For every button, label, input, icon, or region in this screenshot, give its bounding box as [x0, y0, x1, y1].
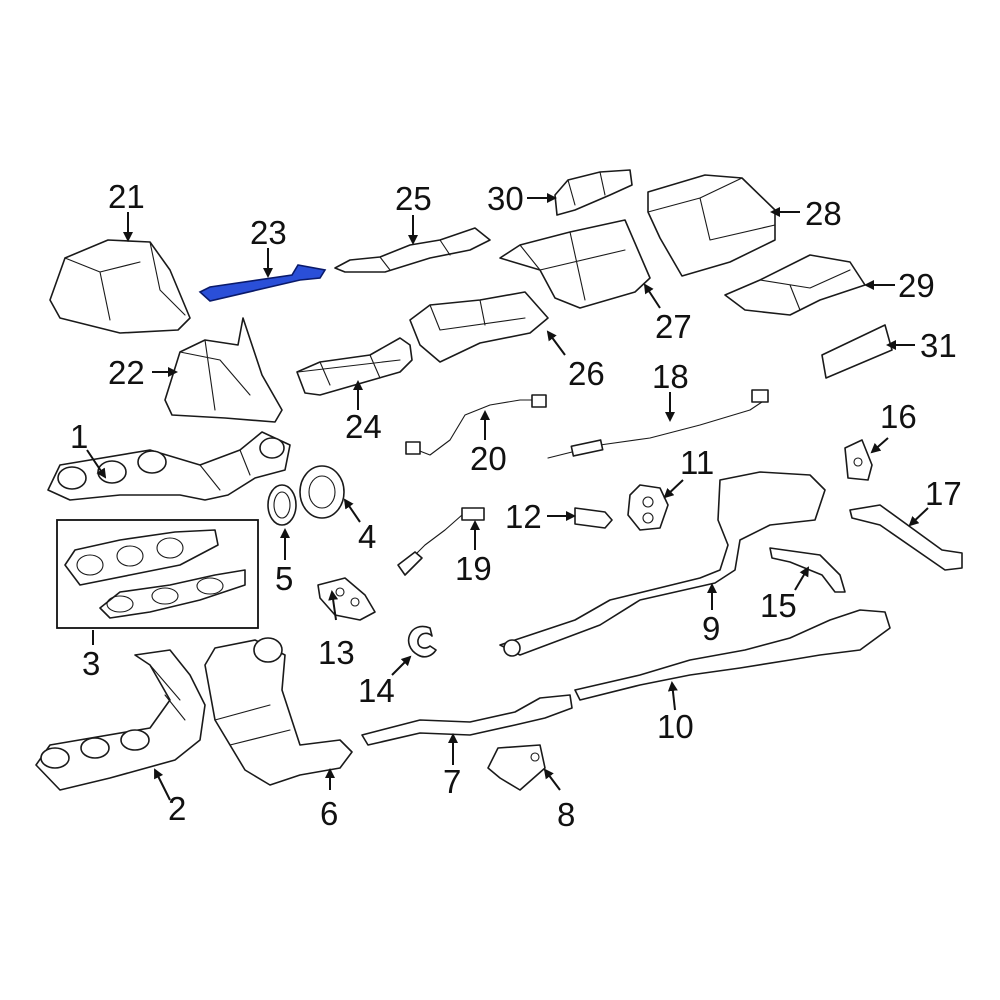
part-31-heat-shield[interactable]	[821, 324, 893, 379]
callout-5: 5	[275, 528, 293, 597]
part-3-gasket-set-box[interactable]	[56, 519, 259, 629]
svg-text:28: 28	[805, 195, 842, 232]
svg-text:30: 30	[487, 180, 524, 217]
callout-18: 18	[652, 358, 689, 422]
svg-text:21: 21	[108, 178, 145, 215]
svg-text:22: 22	[108, 354, 145, 391]
svg-text:15: 15	[760, 587, 797, 624]
part-9-rear-muffler-assembly[interactable]	[499, 471, 826, 657]
callout-15: 15	[760, 566, 810, 624]
svg-text:2: 2	[168, 790, 186, 827]
callout-17: 17	[908, 475, 962, 527]
callout-14: 14	[358, 655, 412, 709]
callout-13: 13	[318, 590, 355, 671]
part-20-oxygen-sensor[interactable]	[405, 394, 547, 456]
part-13-heat-shield-bracket[interactable]	[317, 577, 376, 621]
callout-30: 30	[487, 180, 557, 217]
part-2-exhaust-manifold[interactable]	[35, 649, 206, 791]
svg-text:23: 23	[250, 214, 287, 251]
svg-text:10: 10	[657, 708, 694, 745]
callout-3: 3	[82, 630, 100, 682]
part-8-bracket[interactable]	[487, 744, 546, 791]
svg-text:9: 9	[702, 610, 720, 647]
callout-1: 1	[70, 418, 107, 479]
part-11-rubber-hanger[interactable]	[627, 484, 669, 531]
callout-29: 29	[864, 267, 935, 304]
svg-text:18: 18	[652, 358, 689, 395]
callout-16: 16	[870, 398, 917, 454]
svg-text:27: 27	[655, 308, 692, 345]
callout-28: 28	[770, 195, 842, 232]
part-1-exhaust-manifold[interactable]	[47, 431, 291, 501]
part-18-oxygen-sensor[interactable]	[547, 389, 769, 459]
callout-10: 10	[657, 681, 694, 745]
svg-text:11: 11	[680, 444, 714, 481]
part-30-heat-shield[interactable]	[554, 169, 633, 216]
svg-text:4: 4	[358, 518, 376, 555]
callout-22: 22	[108, 354, 178, 391]
svg-text:25: 25	[395, 180, 432, 217]
part-14-seal[interactable]	[407, 625, 437, 658]
callout-24: 24	[345, 380, 382, 445]
callout-4: 4	[343, 498, 376, 555]
svg-text:19: 19	[455, 550, 492, 587]
svg-text:13: 13	[318, 634, 355, 671]
svg-text:5: 5	[275, 560, 293, 597]
part-29-heat-shield[interactable]	[724, 254, 866, 316]
callout-6: 6	[320, 768, 338, 832]
part-23-heat-shield-bracket[interactable]	[198, 264, 327, 302]
part-10-rear-pipe-assembly[interactable]	[574, 609, 891, 701]
callout-12: 12	[505, 498, 576, 535]
part-25-heat-shield[interactable]	[334, 227, 491, 273]
svg-text:26: 26	[568, 355, 605, 392]
callout-7: 7	[443, 733, 461, 800]
svg-text:3: 3	[82, 645, 100, 682]
svg-text:16: 16	[880, 398, 917, 435]
callout-23: 23	[250, 214, 287, 278]
svg-text:1: 1	[70, 418, 88, 455]
callout-21: 21	[108, 178, 145, 242]
part-22-heat-shield[interactable]	[164, 317, 283, 423]
part-24-heat-shield[interactable]	[296, 337, 413, 396]
svg-text:24: 24	[345, 408, 382, 445]
callout-11: 11	[663, 444, 714, 499]
callout-8: 8	[543, 768, 575, 833]
part-6-catalytic-converter[interactable]	[204, 637, 353, 786]
svg-text:29: 29	[898, 267, 935, 304]
callout-27: 27	[643, 283, 692, 345]
callout-19: 19	[455, 520, 492, 587]
callout-26: 26	[546, 330, 605, 392]
part-7-intermediate-pipe[interactable]	[361, 694, 573, 746]
part-17-bracket[interactable]	[849, 504, 963, 571]
svg-text:31: 31	[920, 327, 957, 364]
svg-text:6: 6	[320, 795, 338, 832]
callout-2: 2	[154, 768, 186, 827]
part-12-bolt[interactable]	[574, 507, 613, 529]
svg-text:17: 17	[925, 475, 962, 512]
part-15-hanger-bracket[interactable]	[769, 547, 846, 593]
part-4-flange-gasket[interactable]	[299, 465, 345, 519]
callout-31: 31	[886, 327, 957, 364]
callout-9: 9	[702, 583, 720, 647]
svg-text:14: 14	[358, 672, 395, 709]
callout-25: 25	[395, 180, 432, 245]
part-19-oxygen-sensor[interactable]	[397, 507, 485, 576]
callout-20: 20	[470, 410, 507, 477]
part-27-heat-shield[interactable]	[499, 219, 651, 309]
part-28-heat-shield[interactable]	[647, 174, 776, 277]
part-5-clamp[interactable]	[267, 484, 297, 526]
part-26-heat-shield[interactable]	[409, 291, 549, 363]
svg-text:12: 12	[505, 498, 542, 535]
part-16-hanger[interactable]	[844, 439, 873, 481]
part-21-heat-shield[interactable]	[49, 239, 191, 334]
svg-text:8: 8	[557, 796, 575, 833]
svg-text:20: 20	[470, 440, 507, 477]
svg-text:7: 7	[443, 763, 461, 800]
